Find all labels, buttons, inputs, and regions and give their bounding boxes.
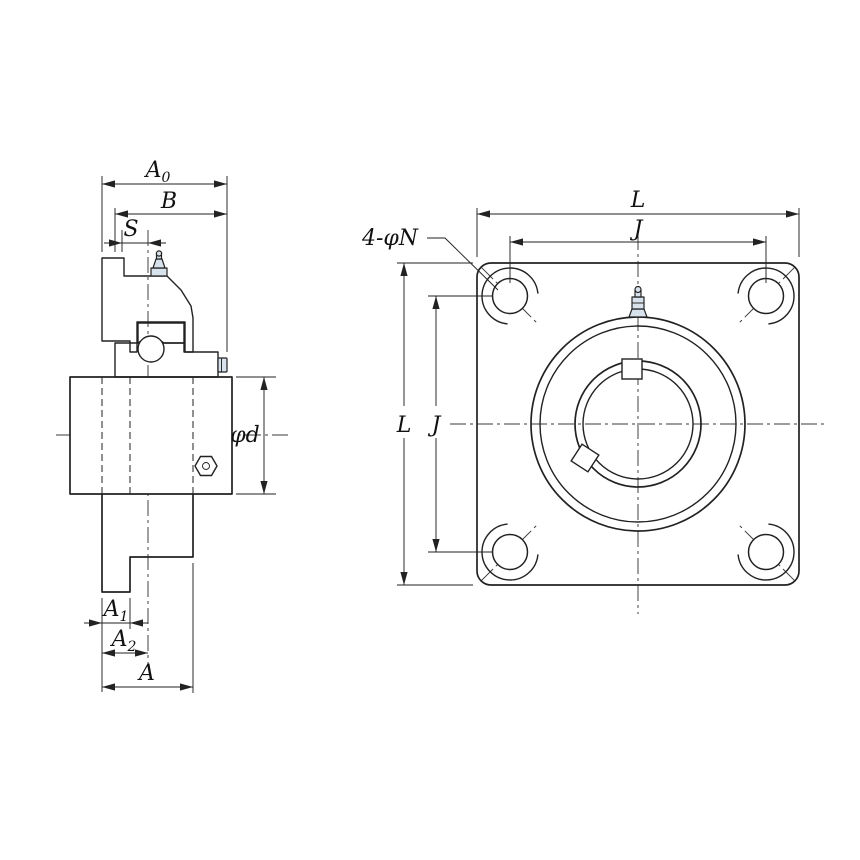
bolt-br-boss-arc [737, 523, 795, 581]
bolt-hole-top-left [491, 277, 529, 315]
side-view: A0 B S φd A1 [56, 158, 292, 693]
dim-l-top: L [477, 188, 799, 218]
bolt-tr-boss-arc [737, 267, 795, 325]
side-view-dimensions: A0 B S φd A1 [84, 158, 276, 693]
dim-a1: A1 [84, 597, 148, 627]
dim-a0: A0 [102, 158, 227, 188]
dim-j-left: J [424, 296, 448, 552]
dim-a: A [102, 661, 193, 691]
hex-flats [194, 455, 218, 477]
dim-b-label: B [160, 189, 177, 214]
dim-a1-label: A1 [102, 597, 129, 625]
dim-s-label: S [123, 217, 138, 242]
dim-a2: A2 [102, 627, 148, 657]
hex-center-hole [202, 462, 210, 470]
bolt-count-note: 4-φN [361, 226, 499, 291]
dim-l-left-label: L [396, 413, 412, 438]
bolt-hole-top-right [747, 277, 785, 315]
set-screw-side [217, 357, 228, 373]
nipple-hex [152, 258, 166, 269]
nipple-base [150, 267, 168, 277]
bearing-ball [137, 335, 165, 363]
dim-a0-label: A0 [144, 158, 171, 186]
flange-plate [476, 262, 800, 586]
nipple-base [628, 308, 648, 318]
set-screw-head [217, 357, 228, 373]
nipple-tip [155, 250, 163, 257]
dim-j-top-label: J [630, 217, 644, 242]
set-screw-top [621, 358, 643, 380]
grease-nipple-front [628, 285, 648, 318]
front-view-dimensions: L J L J 4-φN [361, 188, 800, 586]
bolt-hole-bottom-right [747, 533, 785, 571]
dim-l-top-label: L [630, 188, 646, 213]
set-screw-hex-front [194, 455, 218, 477]
grease-nipple-side [150, 250, 168, 277]
dim-j-left-label: J [428, 413, 442, 438]
lower-housing-outline [101, 493, 194, 593]
bolt-note-leader [427, 237, 499, 291]
bolt-bl-boss-arc [481, 523, 539, 581]
dim-phi-d-label: φd [230, 423, 260, 448]
dim-j-top: J [510, 217, 766, 246]
dim-a2-label: A2 [110, 627, 137, 655]
dim-b: B [115, 189, 227, 218]
dim-l-left: L [391, 263, 417, 585]
bolt-count-label: 4-φN [361, 226, 419, 251]
bolt-tl-boss-arc [481, 267, 539, 325]
housing-seat-circle [539, 325, 737, 523]
dim-a-label: A [137, 661, 155, 686]
shaft-body [70, 377, 232, 494]
dim-s: S [104, 217, 166, 247]
bolt-hole-bottom-left [491, 533, 529, 571]
shaft [69, 376, 233, 495]
nipple-tip [634, 285, 642, 294]
dim-phi-d: φd [230, 377, 268, 494]
front-view: L J L J 4-φN [361, 188, 826, 614]
set-screw-lower-left [570, 443, 600, 473]
